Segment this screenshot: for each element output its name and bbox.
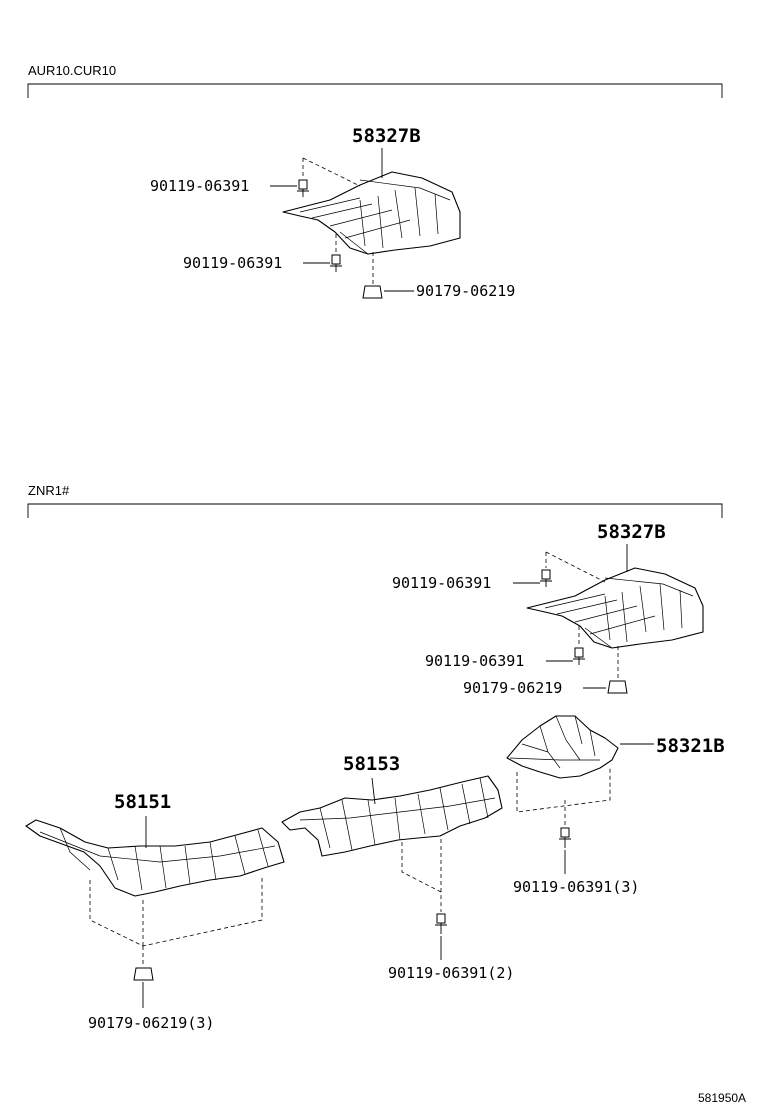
heat-insulator-58153[interactable] [281, 775, 503, 857]
installation-line [545, 551, 606, 583]
heat-insulator-58327b-lower[interactable] [526, 567, 704, 649]
part-number-58151: 58151 [114, 791, 171, 813]
part-number-nut: 90179-06219 [416, 282, 515, 300]
section-bracket-aur10 [27, 83, 723, 98]
part-number-bolt-upper: 90119-06391 [150, 177, 249, 195]
part-number-nut-front: 90179-06219(3) [88, 1014, 214, 1032]
part-number-bolt-small: 90119-06391(3) [513, 878, 639, 896]
part-number-nut-znr: 90179-06219 [463, 679, 562, 697]
part-number-bolt-center: 90119-06391(2) [388, 964, 514, 982]
part-number-bolt-upper-znr: 90119-06391 [392, 574, 491, 592]
leader-line [371, 777, 376, 805]
part-number-58327b: 58327B [352, 125, 421, 147]
figure-code: 581950A [698, 1091, 746, 1105]
heat-insulator-58151[interactable] [25, 819, 285, 897]
bolt-small[interactable] [559, 827, 571, 848]
part-number-bolt-lower: 90119-06391 [183, 254, 282, 272]
nut[interactable] [362, 285, 383, 299]
part-number-bolt-lower-znr: 90119-06391 [425, 652, 524, 670]
part-number-58153: 58153 [343, 753, 400, 775]
section-label-znr1: ZNR1# [28, 483, 70, 498]
part-number-58321b: 58321B [656, 735, 725, 757]
section-bracket-znr1 [27, 503, 723, 518]
bolt-lower-znr[interactable] [573, 647, 585, 665]
bolt-upper[interactable] [297, 179, 309, 197]
nut-front[interactable] [133, 967, 154, 981]
bolt-center[interactable] [435, 913, 447, 934]
nut-znr[interactable] [607, 680, 628, 694]
installation-line [401, 836, 442, 912]
installation-line [302, 157, 361, 187]
bolt-lower[interactable] [330, 254, 342, 272]
section-label-aur10: AUR10.CUR10 [28, 63, 116, 78]
installation-line [89, 876, 263, 964]
heat-insulator-58321b[interactable] [506, 715, 619, 779]
bolt-upper-znr[interactable] [540, 569, 552, 587]
part-number-58327b-znr: 58327B [597, 521, 666, 543]
heat-insulator-58327b-upper[interactable] [282, 171, 461, 255]
installation-line [516, 768, 611, 826]
